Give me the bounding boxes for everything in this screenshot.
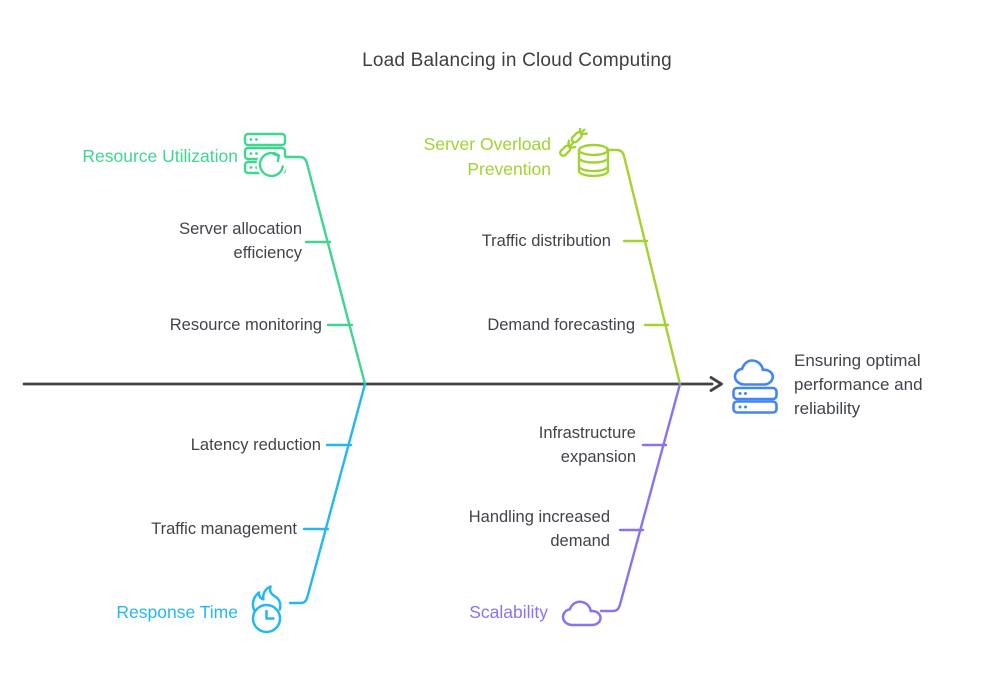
branch-line-scalability (599, 382, 682, 613)
branch-line-response-time (288, 382, 367, 605)
branch-line-server-overload-prevention (605, 148, 682, 386)
cause-item: Server allocation efficiency (179, 220, 302, 262)
cause-item: Resource monitoring (169, 316, 322, 334)
branch-label-server-overload-prevention: Server Overload Prevention (423, 134, 551, 179)
cause-item: Handling increased demand (468, 508, 610, 550)
flaming-clock-icon (245, 584, 293, 640)
cloud-icon (561, 596, 605, 630)
cause-item: Traffic distribution (481, 232, 611, 250)
branch-line-resource-utilization (279, 155, 367, 386)
branch-label-resource-utilization: Resource Utilization (82, 146, 238, 166)
server-refresh-icon (241, 131, 291, 189)
database-overload-icon (556, 128, 610, 186)
branch-label-scalability: Scalability (469, 602, 548, 622)
effect-label: Ensuring optimal performance and reliabi… (794, 351, 923, 418)
cause-item: Demand forecasting (487, 316, 635, 334)
diagram-title: Load Balancing in Cloud Computing (362, 50, 672, 71)
cause-item: Latency reduction (190, 436, 321, 454)
branch-label-response-time: Response Time (116, 602, 238, 622)
cloud-server-icon (731, 357, 781, 415)
spine-arrow (22, 376, 723, 392)
cause-item: Traffic management (151, 520, 297, 538)
cause-item: Infrastructure expansion (538, 424, 636, 466)
